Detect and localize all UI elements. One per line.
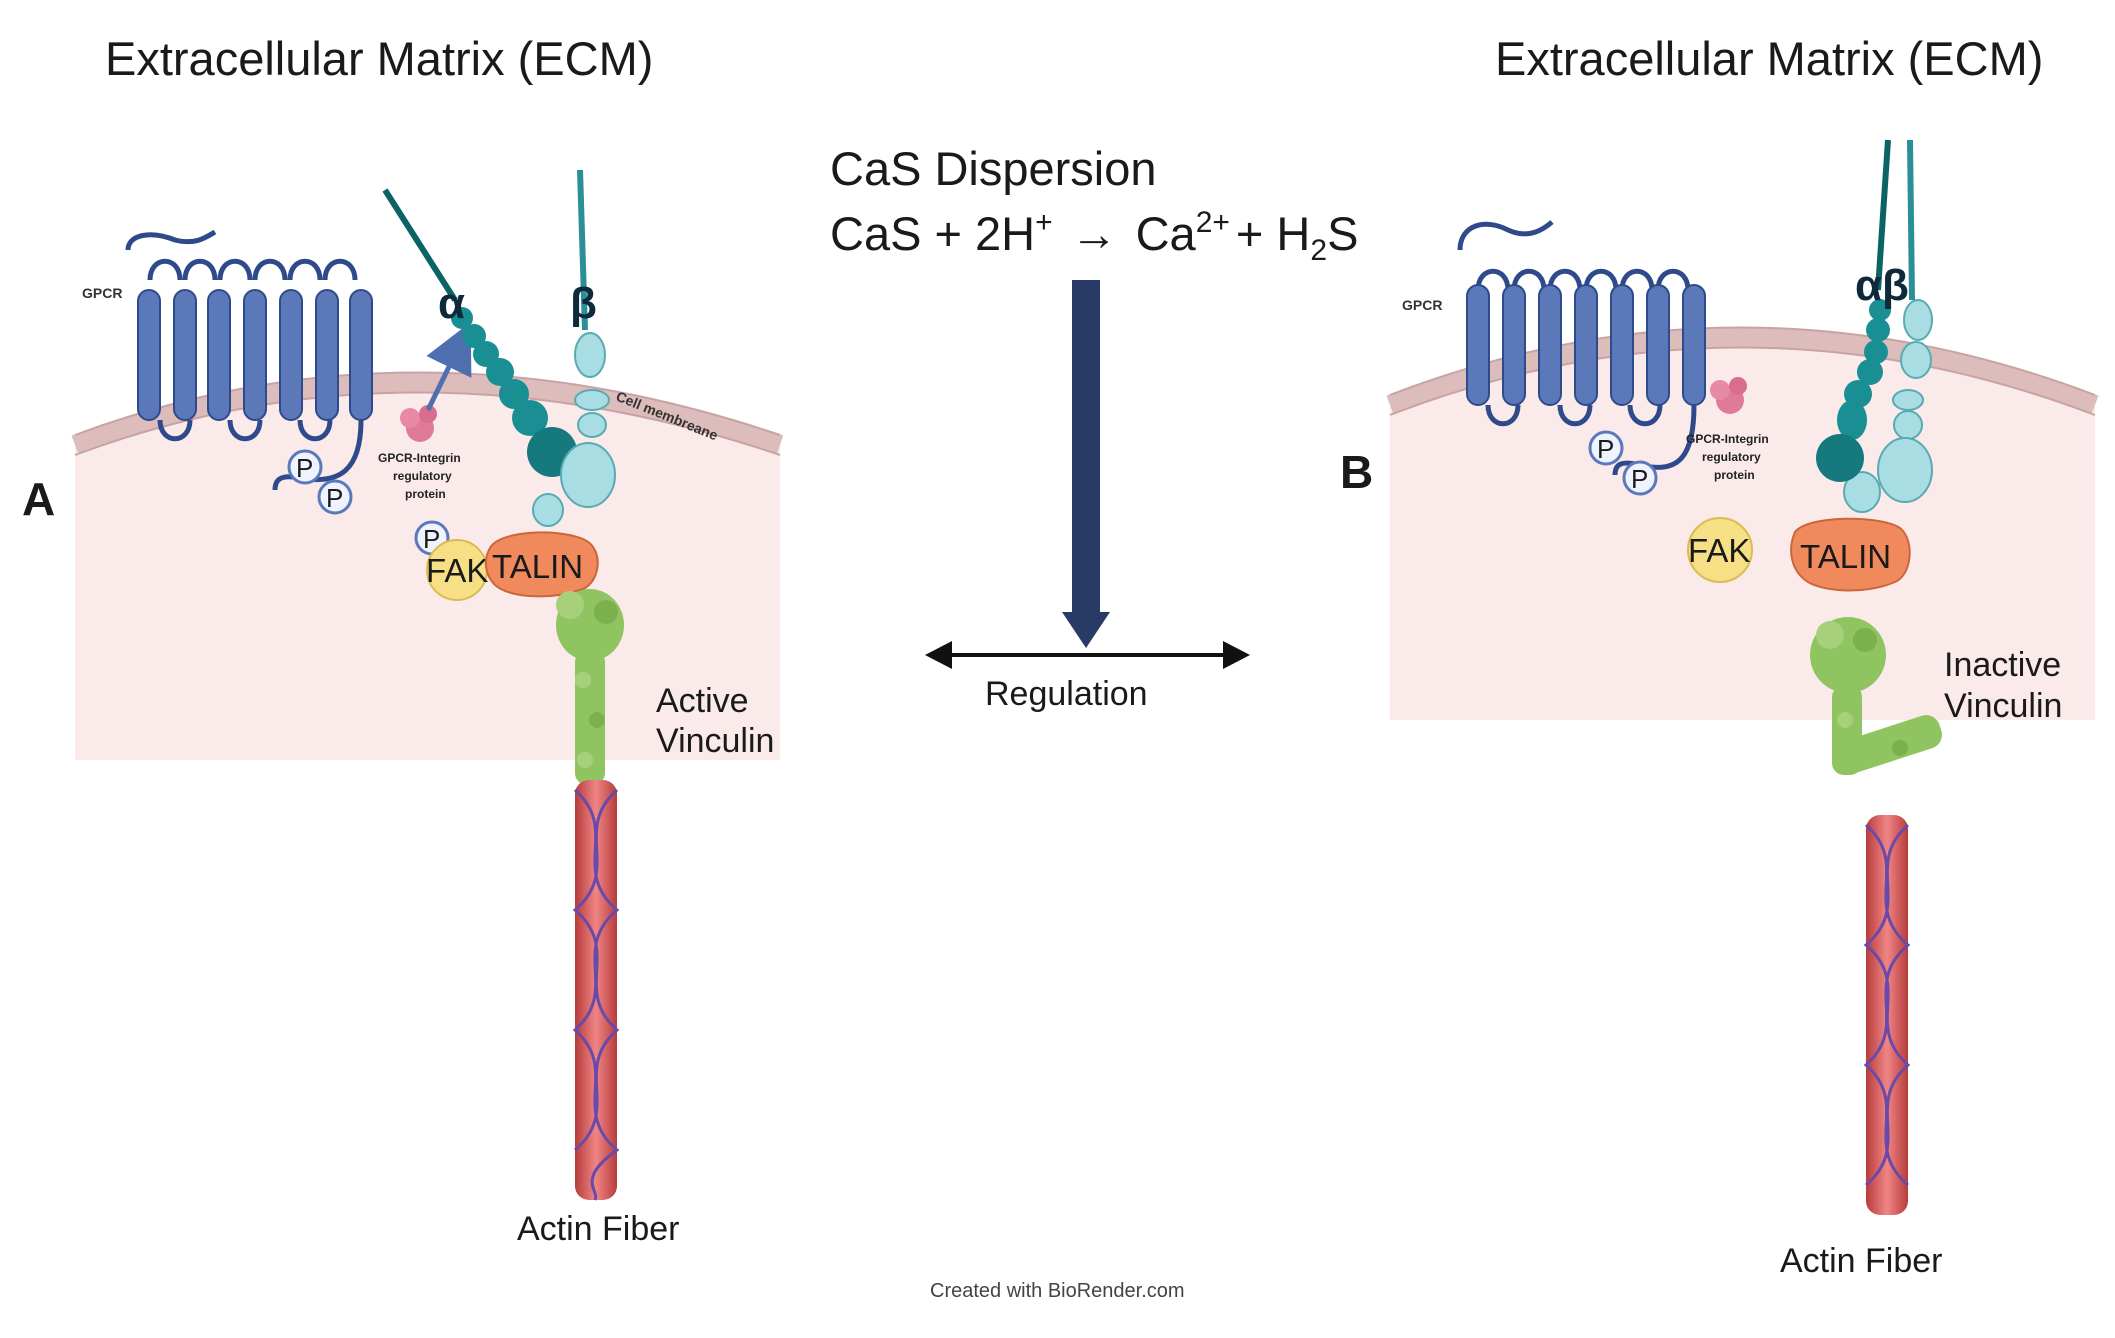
panel-b-fak-label: FAK (1688, 532, 1750, 569)
panel-a-talin-icon (484, 531, 599, 598)
down-arrow (1062, 280, 1110, 648)
panel-b-regulatory-label-3: protein (1714, 468, 1755, 482)
panel-b-vinculin-label-1: Inactive (1944, 646, 2061, 684)
panel-b-talin-icon (1790, 517, 1911, 592)
panel-a-vinculin-label-2: Vinculin (656, 722, 774, 760)
credit-label: Created with BioRender.com (930, 1280, 1185, 1302)
panel-b-fak-icon (1687, 517, 1753, 583)
panel-a-title: Extracellular Matrix (ECM) (105, 32, 653, 85)
panel-a-regulatory-label-2: regulatory (393, 469, 452, 483)
panel-a-phospho-2: P (326, 483, 343, 513)
panel-b-title: Extracellular Matrix (ECM) (1495, 32, 2043, 85)
panel-a-regulatory-label-1: GPCR-Integrin (378, 451, 461, 465)
panel-a-phospho-1: P (296, 453, 313, 483)
panel-b-phospho-2: P (1631, 464, 1648, 494)
panel-a-alpha-label: α (438, 279, 465, 328)
panel-a-beta-label: β (570, 279, 597, 328)
panel-b-actin-fiber (1863, 815, 1911, 1215)
panel-b-gpcr-label: GPCR (1402, 297, 1442, 313)
panel-a-vinculin-label-1: Active (656, 682, 749, 720)
panel-a-regulatory-label-3: protein (405, 487, 446, 501)
panel-a-regulatory-protein-icon (400, 405, 437, 442)
bidirectional-arrow (925, 641, 1250, 669)
panel-b-alphabeta-label: αβ (1855, 261, 1909, 310)
panel-b-actin-label: Actin Fiber (1780, 1242, 1943, 1280)
panel-b-membrane (1386, 327, 2099, 415)
panel-b-vinculin-icon (1810, 617, 1942, 775)
panel-a-membrane (71, 372, 784, 455)
panel-a-fak-label: FAK (426, 552, 488, 589)
panel-b-phospho-1: P (1597, 434, 1614, 464)
panel-b-regulatory-label-2: regulatory (1702, 450, 1761, 464)
panel-a-phospho-3: P (423, 524, 440, 554)
panel-b-integrin (1816, 139, 1933, 513)
panel-b-gpcr (1457, 220, 1706, 476)
panel-b-talin-label: TALIN (1800, 538, 1891, 575)
panel-a-gpcr (125, 229, 373, 491)
panel-a-vinculin-icon (556, 589, 624, 785)
panel-a: Extracellular Matrix (ECM) A Cell membre… (22, 32, 784, 1248)
panel-a-talin-label: TALIN (492, 548, 583, 585)
panel-b-regulatory-protein-icon (1710, 377, 1747, 414)
panel-a-integrin-alpha (382, 188, 577, 477)
center-reaction: CaS Dispersion CaS + 2H+→Ca2++ H2S Regul… (830, 142, 1358, 1302)
panel-a-integrin-beta (532, 169, 616, 527)
center-heading: CaS Dispersion (830, 142, 1157, 195)
panel-a-actin-label: Actin Fiber (517, 1210, 680, 1248)
panel-a-actin-fiber (572, 780, 620, 1201)
panel-b: Extracellular Matrix (ECM) B GPCR P P (1340, 32, 2099, 1280)
panel-b-letter: B (1340, 446, 1373, 498)
center-equation: CaS + 2H+→Ca2++ H2S (830, 206, 1358, 267)
panel-b-vinculin-label-2: Vinculin (1944, 687, 2062, 725)
panel-a-gpcr-label: GPCR (82, 285, 122, 301)
regulation-label: Regulation (985, 675, 1148, 713)
panel-a-letter: A (22, 473, 55, 525)
panel-b-regulatory-label-1: GPCR-Integrin (1686, 432, 1769, 446)
panel-b-phospho-icon (1588, 430, 1658, 496)
